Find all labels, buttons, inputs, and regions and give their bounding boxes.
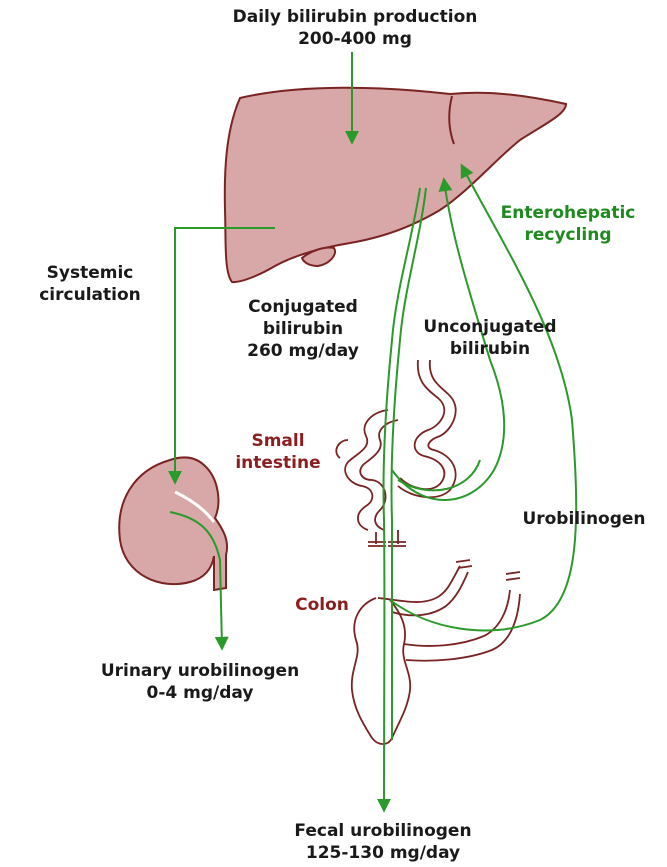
urobilinogen-label: Urobilinogen (506, 508, 662, 530)
conjugated-bilirubin-label: Conjugated bilirubin 260 mg/day (228, 296, 378, 362)
urinary-urobilinogen-label: Urinary urobilinogen 0-4 mg/day (70, 660, 330, 704)
unconjugated-bilirubin-label: Unconjugated bilirubin (402, 316, 578, 360)
fecal-urobilinogen-label: Fecal urobilinogen 125-130 mg/day (258, 820, 508, 864)
enterohepatic-recycling-label: Enterohepatic recycling (478, 202, 658, 246)
bile-duct-parallel (391, 188, 426, 740)
small-intestine-label: Small intestine (218, 430, 338, 474)
daily-production-label: Daily bilirubin production 200-400 mg (200, 6, 510, 50)
colon-drawing (352, 560, 520, 744)
systemic-circulation-label: Systemic circulation (20, 262, 160, 306)
kidney-shape (119, 458, 227, 590)
liver-shape (225, 88, 566, 282)
colon-label: Colon (282, 594, 362, 616)
